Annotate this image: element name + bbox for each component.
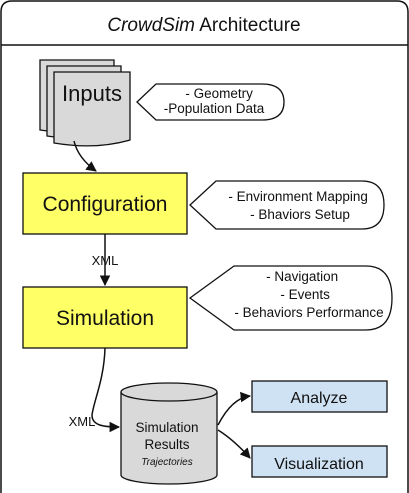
analyze-label: Analyze (291, 390, 348, 407)
svg-text:- Geometry -Population D: - Geometry -Population Data (164, 86, 265, 116)
simulation-callout: - Navigation - Events - Behaviors Perfor… (188, 265, 393, 331)
inputs-callout: - Geometry -Population Data (136, 83, 285, 121)
svg-text:- Environment Mapping -: - Environment Mapping - Bhaviors Setup (228, 189, 371, 222)
xml-label-1: XML (92, 253, 119, 268)
simulation-label: Simulation (56, 307, 154, 330)
visualization-node: Visualization (251, 445, 388, 478)
configuration-callout: - Environment Mapping - Bhaviors Setup (189, 180, 385, 230)
configuration-node: Configuration (22, 172, 188, 235)
title-italic: CrowdSim (107, 15, 195, 36)
svg-text:- Navigation - Events: - Navigation - Events - Behaviors Perfor… (234, 269, 383, 320)
title-rest: Architecture (195, 15, 301, 36)
visualization-label: Visualization (274, 456, 364, 473)
results-label-line-1: Simulation (135, 420, 198, 435)
inputs-to-configuration-arrow (73, 140, 97, 172)
simulation-callout-line-1: - Navigation (266, 269, 338, 284)
inputs-callout-line-2: -Population Data (164, 101, 265, 116)
analyze-node: Analyze (251, 380, 388, 413)
simulation-node: Simulation (22, 286, 188, 349)
inputs-callout-line-1: - Geometry (185, 86, 253, 101)
configuration-label: Configuration (43, 193, 168, 216)
simulation-callout-line-2: - Events (280, 287, 330, 302)
xml-label-2: XML (69, 414, 96, 429)
inputs-node: Inputs (39, 59, 131, 147)
simulation-to-results-arrow (91, 347, 121, 433)
configuration-callout-line-2: - Bhaviors Setup (250, 207, 350, 222)
results-to-visualization-arrow (217, 429, 251, 459)
diagram-title: CrowdSim Architecture (107, 15, 300, 36)
results-to-analyze-arrow (217, 391, 252, 426)
results-node: Simulation Results Trajectories (120, 382, 218, 485)
inputs-label: Inputs (62, 81, 122, 106)
results-label-line-2: Results (144, 437, 189, 452)
simulation-callout-line-3: - Behaviors Performance (234, 305, 383, 320)
configuration-callout-line-1: - Environment Mapping (228, 189, 368, 204)
results-label-line-3: Trajectories (141, 457, 193, 468)
